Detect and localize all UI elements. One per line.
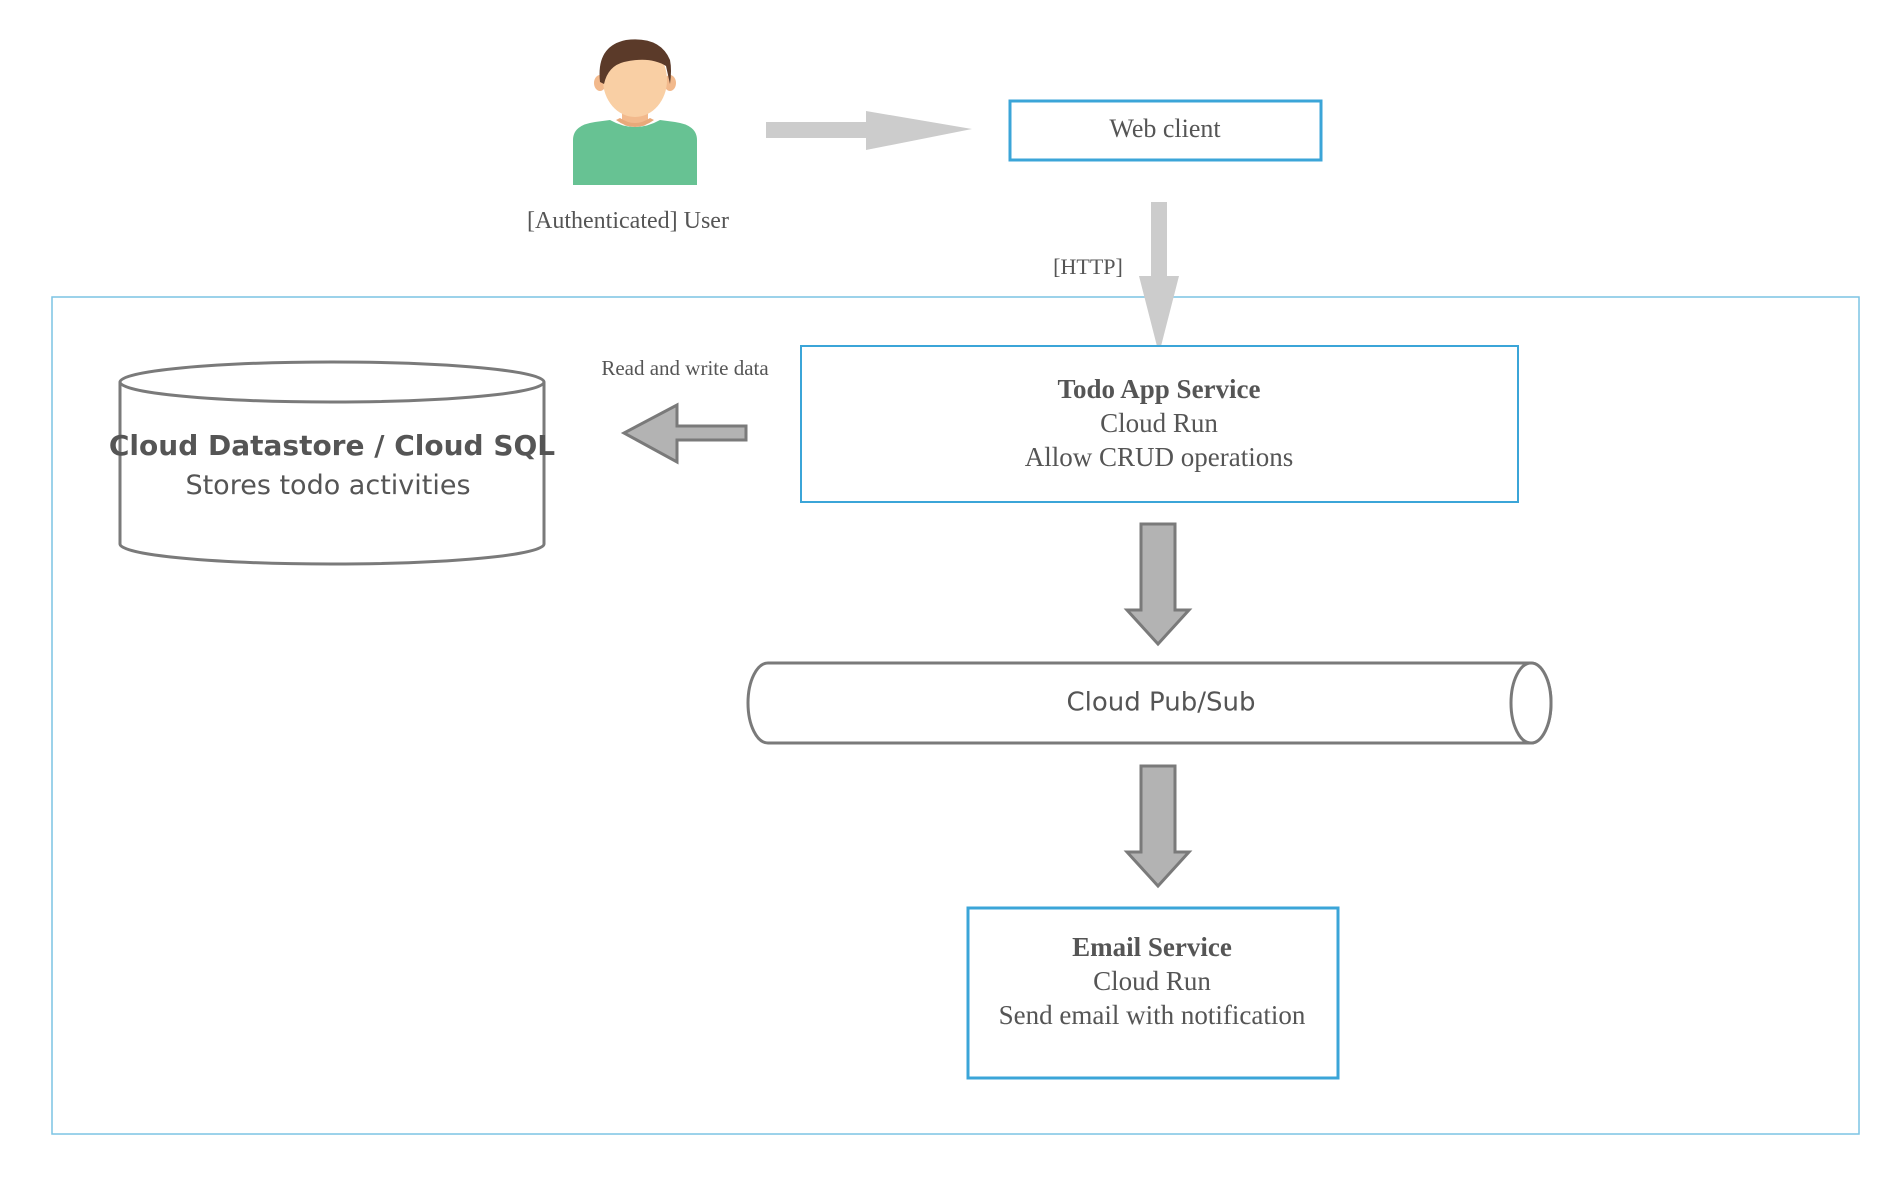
todo-to-pubsub-arrow bbox=[1123, 522, 1193, 647]
read-write-label: Read and write data bbox=[601, 356, 769, 380]
http-label: [HTTP] bbox=[1053, 254, 1123, 279]
todo-service-platform: Cloud Run bbox=[1100, 408, 1218, 438]
email-service-description: Send email with notification bbox=[999, 1000, 1306, 1030]
todo-service-box bbox=[800, 345, 1519, 503]
pubsub-cylinder bbox=[746, 661, 1553, 745]
datastore-description: Stores todo activities bbox=[185, 470, 470, 501]
pubsub-to-email-arrow bbox=[1123, 764, 1193, 889]
todo-service-title: Todo App Service bbox=[1057, 374, 1260, 404]
system-boundary bbox=[51, 296, 1860, 1135]
user-to-webclient-arrow bbox=[766, 111, 972, 150]
datastore-title: Cloud Datastore / Cloud SQL bbox=[109, 429, 555, 462]
email-service-platform: Cloud Run bbox=[1093, 966, 1211, 996]
read-write-arrow bbox=[620, 402, 748, 465]
todo-service-description: Allow CRUD operations bbox=[1025, 442, 1293, 472]
web-client-box bbox=[1008, 99, 1323, 162]
user-label: [Authenticated] User bbox=[527, 208, 729, 234]
email-service-box bbox=[966, 906, 1340, 1080]
user-avatar-icon bbox=[573, 39, 697, 185]
pubsub-label: Cloud Pub/Sub bbox=[1067, 688, 1256, 718]
http-arrow bbox=[1139, 202, 1179, 354]
email-service-title: Email Service bbox=[1072, 932, 1232, 962]
web-client-label: Web client bbox=[1109, 114, 1221, 143]
datastore-cylinder bbox=[118, 360, 546, 566]
